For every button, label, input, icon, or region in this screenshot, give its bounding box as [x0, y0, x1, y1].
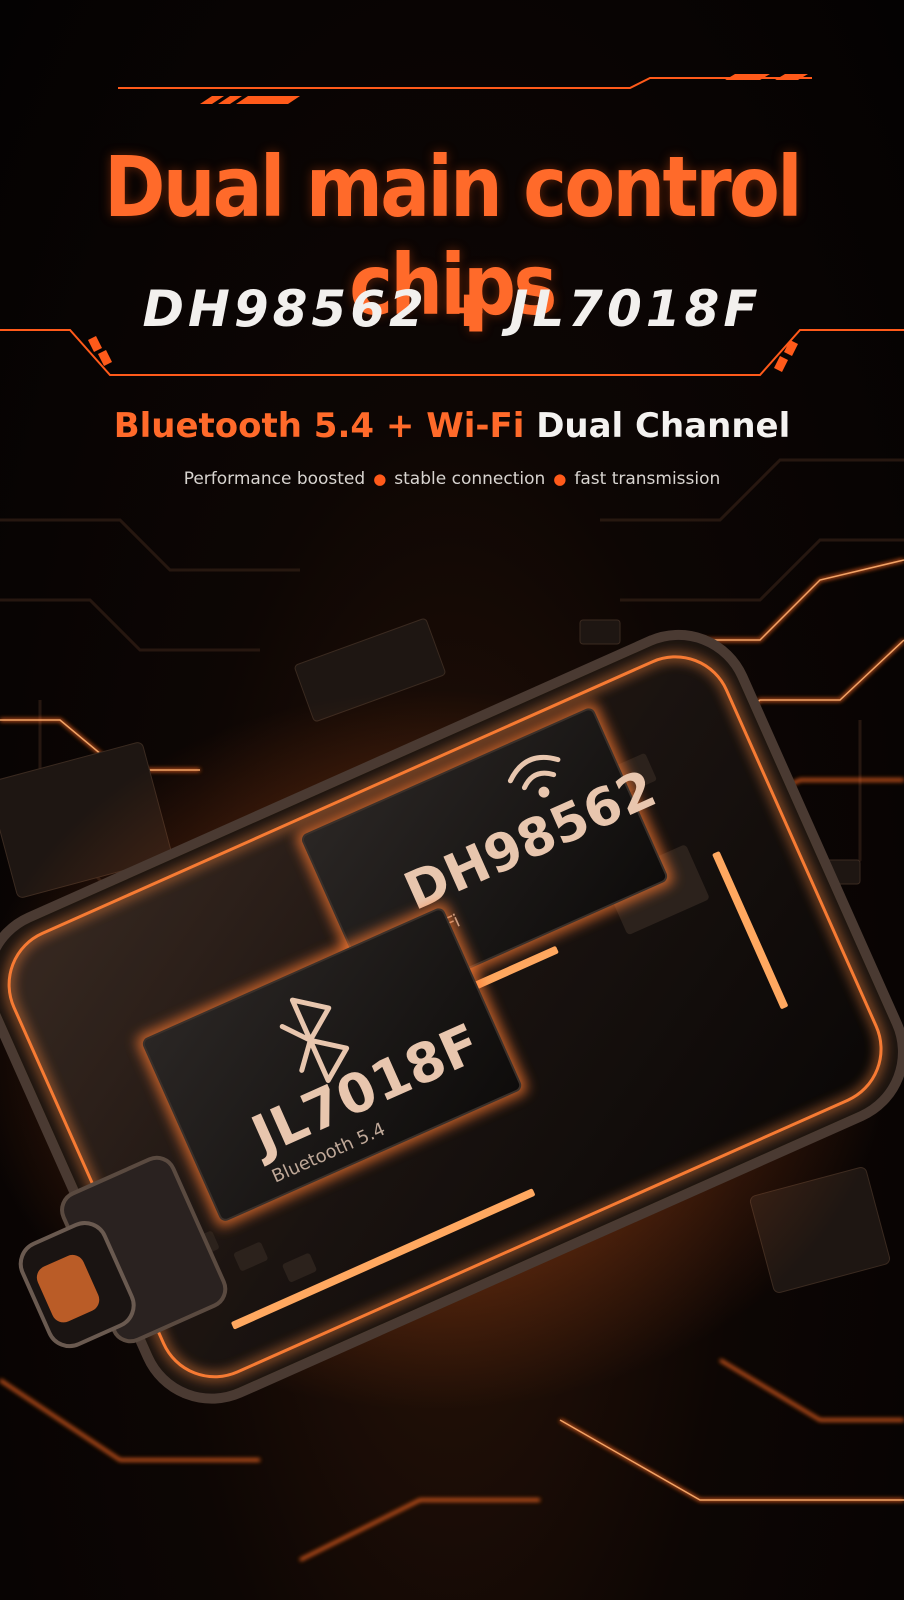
bullet-dot-icon: ● — [553, 470, 567, 488]
plus-sign: + — [445, 280, 492, 338]
tagline: Bluetooth 5.4 + Wi-Fi Dual Channel — [0, 406, 904, 446]
tagline-accent: Bluetooth 5.4 + Wi-Fi — [113, 406, 525, 446]
feature-list: Performance boosted ● stable connection ● fa… — [0, 469, 904, 489]
chip-models: DH98562 + JL7018F — [0, 280, 904, 338]
wifi-icon — [507, 754, 561, 798]
bluetooth-icon — [279, 997, 350, 1084]
feature-item: Performance boosted — [183, 469, 366, 489]
headline: Dual main control chips — [104, 138, 802, 334]
chip-model-left: DH98562 — [142, 280, 428, 338]
bullet-dot-icon: ● — [373, 470, 387, 488]
feature-item: stable connection — [394, 469, 546, 489]
tagline-light: Dual Channel — [536, 406, 791, 446]
chip-model-right: JL7018F — [509, 280, 762, 338]
feature-item: fast transmission — [574, 469, 721, 489]
